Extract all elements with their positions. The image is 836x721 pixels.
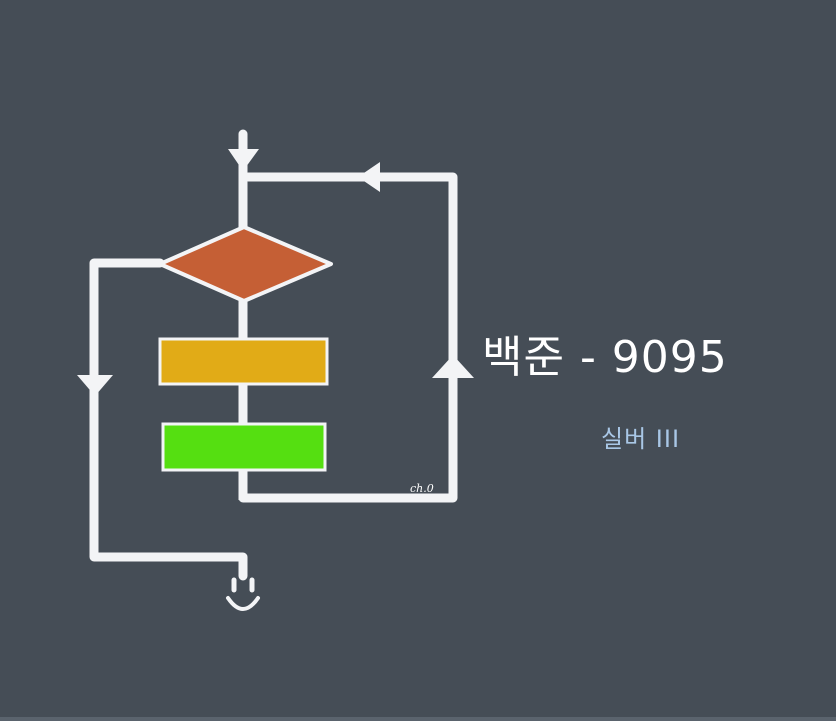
up-arrow-icon — [432, 355, 474, 378]
signature-text: ch.0 — [410, 482, 434, 495]
down-arrow-icon — [77, 375, 113, 396]
down-arrow-icon — [228, 149, 259, 171]
process-block-top — [158, 337, 329, 386]
left-arrow-icon — [358, 162, 380, 192]
entry-arrow — [228, 129, 259, 233]
smile-icon — [226, 577, 260, 611]
problem-title: 백준 - 9095 — [482, 332, 728, 383]
bottom-divider — [0, 717, 836, 721]
decision-diamond — [158, 225, 333, 303]
process-block-bottom — [161, 422, 327, 472]
exit-path — [77, 258, 248, 581]
loop-back-path — [238, 162, 474, 503]
tier-label: 실버 III — [601, 425, 681, 453]
